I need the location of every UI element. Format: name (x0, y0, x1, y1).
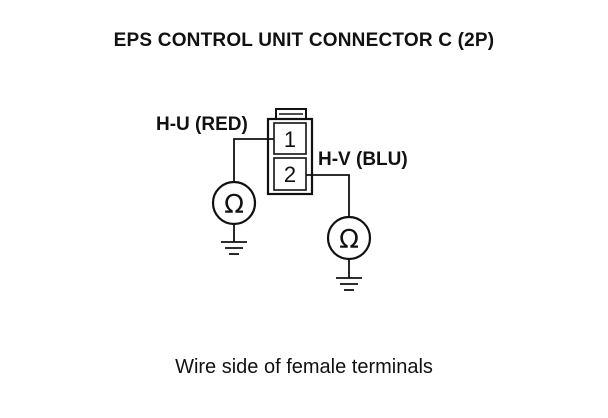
ohmmeter-icon: Ω (326, 215, 372, 261)
wire-hu (233, 138, 274, 182)
diagram-caption: Wire side of female terminals (175, 356, 433, 378)
diagram-title: EPS CONTROL UNIT CONNECTOR C (2P) (113, 30, 495, 51)
pin-2-label: 2 (284, 162, 296, 187)
ohm-symbol-right: Ω (339, 225, 359, 255)
ohmmeter-icon: Ω (211, 180, 257, 226)
pin-2-cavity (273, 157, 307, 191)
ohm-symbol-left: Ω (224, 190, 244, 220)
wire-label-hu: H-U (RED) (156, 114, 248, 135)
wire-hv (306, 174, 350, 217)
ground-icon (336, 259, 362, 291)
pin-1-label: 1 (284, 127, 296, 152)
connector-body (266, 117, 314, 196)
wire-label-hv: H-V (BLU) (318, 149, 408, 170)
ground-icon (221, 224, 247, 255)
